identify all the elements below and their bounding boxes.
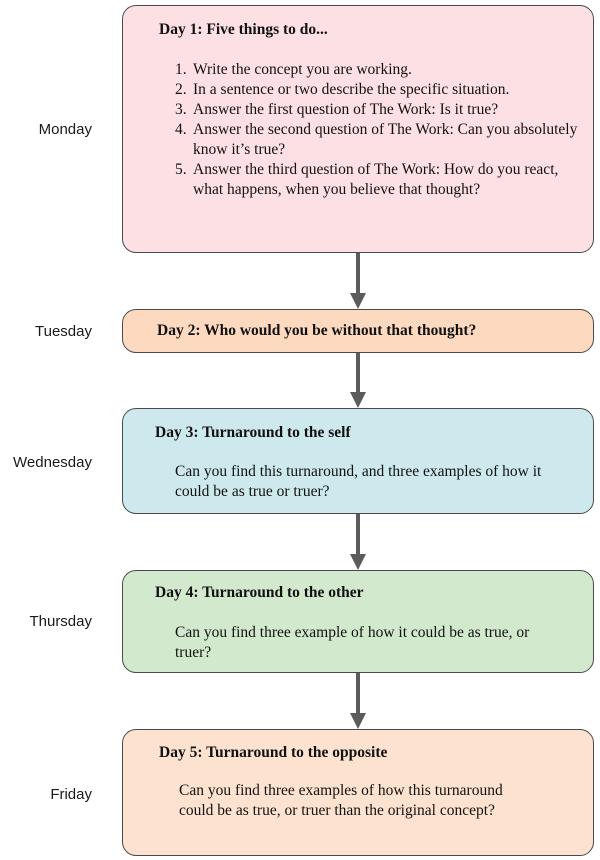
arrow-head [350, 554, 366, 570]
day-5-text: Can you find three examples of how this … [179, 782, 503, 819]
step-number: 5. [175, 161, 187, 178]
day-3-box: Day 3: Turnaround to the self Can you fi… [122, 408, 594, 514]
day-label-thursday: Thursday [29, 613, 92, 630]
day-1-steps: 1. Write the concept you are working. 2. I… [175, 60, 585, 200]
day-5-box: Day 5: Turnaround to the opposite Can yo… [122, 729, 594, 856]
arrow-head [350, 392, 366, 408]
day-3-text: Can you find this turnaround, and three … [175, 463, 542, 500]
day-1-title: Day 1: Five things to do... [159, 21, 328, 38]
step-item: 4. Answer the second question of The Work… [175, 120, 585, 160]
step-number: 2. [175, 81, 187, 98]
day-label-friday: Friday [50, 786, 92, 803]
step-text: In a sentence or two describe the specif… [193, 81, 510, 98]
day-label-wednesday: Wednesday [13, 454, 92, 471]
step-text: Answer the first question of The Work: I… [193, 101, 499, 118]
step-number: 3. [175, 101, 187, 118]
step-item: 5. Answer the third question of The Work:… [175, 160, 585, 200]
step-item: 3. Answer the first question of The Work:… [175, 100, 585, 120]
day-3-title: Day 3: Turnaround to the self [155, 424, 351, 441]
day-1-box: Day 1: Five things to do... 1. Write the … [122, 5, 594, 253]
arrow-head [350, 713, 366, 729]
day-5-title: Day 5: Turnaround to the opposite [159, 744, 388, 761]
day-4-title: Day 4: Turnaround to the other [155, 584, 364, 601]
step-number: 4. [175, 121, 187, 138]
day-label-tuesday: Tuesday [35, 323, 92, 340]
day-2-title: Day 2: Who would you be without that tho… [157, 322, 477, 339]
step-item: 2. In a sentence or two describe the spec… [175, 80, 585, 100]
day-4-box: Day 4: Turnaround to the other Can you f… [122, 570, 594, 673]
step-item: 1. Write the concept you are working. [175, 60, 585, 80]
step-text: Answer the third question of The Work: H… [193, 161, 559, 198]
step-number: 1. [175, 61, 187, 78]
step-text: Write the concept you are working. [193, 61, 412, 78]
day-label-monday: Monday [38, 121, 92, 138]
arrow-head [350, 293, 366, 309]
day-2-box: Day 2: Who would you be without that tho… [122, 309, 594, 353]
day-4-text: Can you find three example of how it cou… [175, 624, 530, 661]
step-text: Answer the second question of The Work: … [193, 121, 578, 158]
